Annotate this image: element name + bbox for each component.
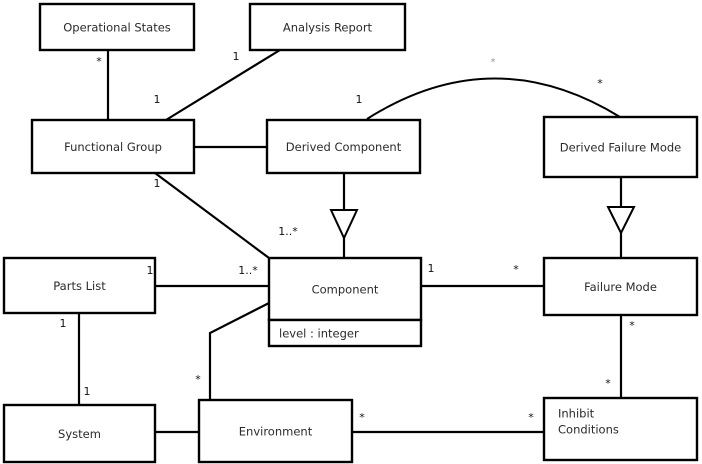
association-path (154, 172, 270, 259)
class-box-component[interactable]: Component level : integer (267, 256, 423, 348)
association-path (208, 302, 270, 400)
class-attributes-rect-component (267, 318, 423, 348)
multiplicity-label: * (528, 411, 534, 424)
multiplicity-label: 1 (154, 93, 161, 106)
class-name-analysis-report: Analysis Report (283, 21, 373, 35)
class-box-environment[interactable]: Environment (197, 398, 354, 464)
generalizations-layer (329, 173, 636, 258)
class-name-failure-mode: Failure Mode (584, 280, 657, 294)
multiplicity-label: * (195, 373, 201, 386)
multiplicity-label: 1 (428, 262, 435, 275)
class-rect-analysis-report[interactable] (248, 2, 407, 52)
multiplicity-label: 1 (147, 264, 154, 277)
class-name-environment: Environment (239, 425, 313, 439)
class-box-failure-mode[interactable]: Failure Mode (542, 256, 699, 317)
class-box-parts-list[interactable]: Parts List (2, 256, 157, 315)
class-rect-component[interactable] (267, 256, 423, 322)
association-arc (366, 77, 621, 120)
class-name-derived-failure-mode: Derived Failure Mode (560, 141, 682, 155)
association-path (165, 49, 281, 121)
multiplicity-label: * (96, 55, 102, 68)
class-name-derived-component: Derived Component (286, 140, 402, 154)
class-rect-system[interactable] (2, 403, 157, 464)
class-attribute-component-0: level : integer (279, 327, 359, 341)
multiplicity-label: * (597, 77, 603, 90)
generalization-derived-failure-mode-to-failure-mode (606, 177, 636, 258)
multiplicity-label: * (629, 319, 635, 332)
association-analysis-report-functional-group (165, 49, 281, 121)
association-environment-component (208, 302, 270, 400)
associations-layer (77, 49, 623, 434)
class-rect-operational-states[interactable] (38, 2, 196, 52)
class-box-system[interactable]: System (2, 403, 157, 464)
multiplicity-label: 1 (60, 317, 67, 330)
class-box-operational-states[interactable]: Operational States (38, 2, 196, 52)
multiplicity-label: * (491, 57, 496, 68)
multiplicity-label: 1..* (278, 225, 298, 238)
generalization-arrowhead-icon (329, 209, 359, 241)
class-rect-derived-failure-mode[interactable] (542, 115, 699, 179)
association-derived-component-derived-failure-mode (366, 77, 621, 120)
class-name-inhibit-conditions-line2: Conditions (558, 423, 619, 437)
multiplicity-label: 1..* (238, 264, 258, 277)
class-box-functional-group[interactable]: Functional Group (30, 118, 196, 175)
multiplicity-labels-layer: * 1 1 1 1 1..* * * 1 1..* 1 1 1 * * * * * * (60, 50, 636, 424)
class-name-system: System (58, 427, 101, 441)
class-box-derived-failure-mode[interactable]: Derived Failure Mode (542, 115, 699, 179)
generalization-derived-component-to-component (329, 173, 359, 258)
association-functional-group-component (154, 172, 270, 259)
multiplicity-label: * (513, 263, 519, 276)
multiplicity-label: 1 (154, 177, 161, 190)
multiplicity-label: 1 (356, 93, 363, 106)
class-name-operational-states: Operational States (63, 21, 171, 35)
generalization-arrowhead-icon (606, 206, 636, 236)
multiplicity-label: 1 (84, 385, 91, 398)
class-rect-derived-component[interactable] (265, 118, 422, 175)
class-name-inhibit-conditions: Inhibit (558, 407, 595, 421)
class-rect-inhibit-conditions[interactable] (542, 396, 699, 462)
class-rect-failure-mode[interactable] (542, 256, 699, 317)
class-name-component: Component (312, 283, 379, 297)
class-rect-environment[interactable] (197, 398, 354, 464)
class-name-functional-group: Functional Group (64, 140, 162, 154)
class-rect-functional-group[interactable] (30, 118, 196, 175)
class-box-derived-component[interactable]: Derived Component (265, 118, 422, 175)
multiplicity-label: * (359, 411, 365, 424)
multiplicity-label: 1 (233, 50, 240, 63)
multiplicity-label: * (605, 377, 611, 390)
class-box-analysis-report[interactable]: Analysis Report (248, 2, 407, 52)
class-rect-parts-list[interactable] (2, 256, 157, 315)
class-name-parts-list: Parts List (53, 279, 106, 293)
